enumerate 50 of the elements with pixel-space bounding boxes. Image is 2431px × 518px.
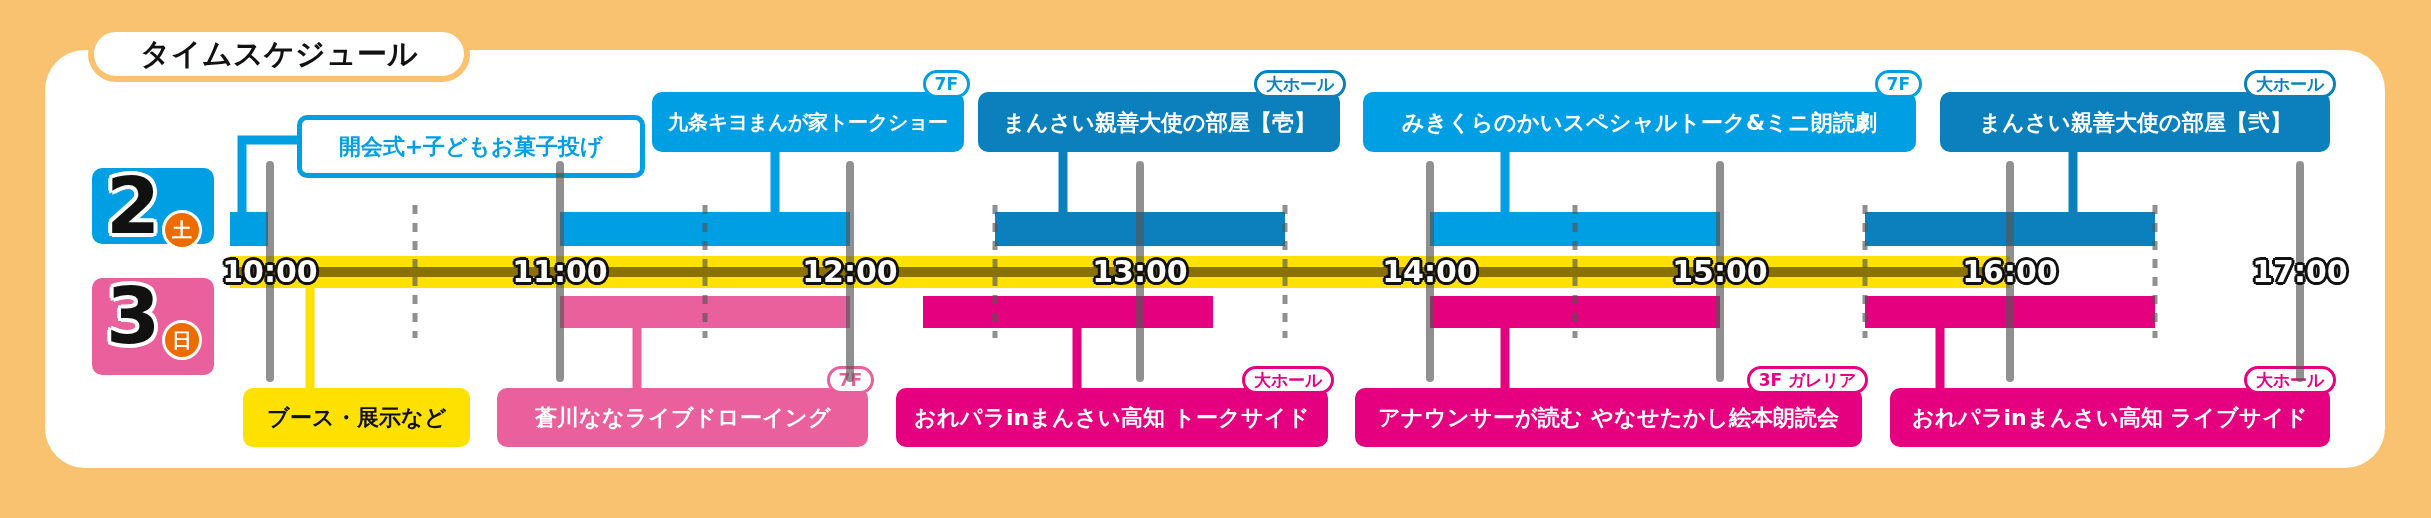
venue-tag: 大ホール bbox=[2244, 70, 2336, 98]
event-box bbox=[297, 115, 645, 178]
event-title: おれパラinまんさい高知 ライブサイド bbox=[1911, 404, 2309, 432]
time-bar bbox=[230, 212, 268, 246]
venue-tag: 大ホール bbox=[1242, 366, 1334, 394]
weekday-mark: 土 bbox=[162, 210, 202, 250]
time-label: 14:00 bbox=[1382, 253, 1478, 291]
time-bar bbox=[560, 212, 850, 246]
venue-tag: 7F bbox=[826, 366, 874, 394]
time-label: 12:00 bbox=[802, 253, 898, 291]
weekday-mark: 日 bbox=[162, 320, 202, 360]
time-bar bbox=[995, 212, 1285, 246]
venue-tag: 大ホール bbox=[2244, 366, 2336, 394]
connector-line bbox=[1058, 152, 1068, 212]
connector-line bbox=[1500, 152, 1510, 212]
day-number: 2 bbox=[106, 162, 161, 250]
venue-tag: 7F bbox=[922, 70, 970, 98]
connector-line bbox=[305, 288, 315, 388]
day-badge bbox=[92, 278, 214, 375]
time-bar bbox=[1865, 296, 2155, 328]
connector-line bbox=[1072, 328, 1082, 388]
time-bar bbox=[1865, 212, 2155, 246]
event-title: まんさい親善大使の部屋【壱】 bbox=[1002, 108, 1316, 137]
connector-line bbox=[770, 152, 780, 212]
event-title: おれパラinまんさい高知 トークサイド bbox=[914, 404, 1310, 432]
event-title: まんさい親善大使の部屋【弐】 bbox=[1978, 108, 2292, 137]
time-label: 15:00 bbox=[1672, 253, 1768, 291]
connector-line bbox=[1935, 328, 1945, 388]
time-bar bbox=[1430, 296, 1720, 328]
event-title: 蒼川ななライブドローイング bbox=[534, 404, 831, 432]
time-label: 11:00 bbox=[512, 253, 608, 291]
venue-tag: 3F ガレリア bbox=[1746, 366, 1868, 394]
event-title: 九条キヨまんが家トークショー bbox=[668, 108, 948, 136]
time-bar bbox=[1430, 212, 1720, 246]
venue-tag: 7F bbox=[1874, 70, 1922, 98]
event-title: ブース・展示など bbox=[266, 404, 447, 432]
time-bar bbox=[922, 296, 1213, 328]
event-box bbox=[243, 388, 470, 447]
day-number: 3 bbox=[106, 272, 161, 360]
event-title: 開会式+子どもお菓子投げ bbox=[338, 133, 604, 161]
venue-tag: 大ホール bbox=[1254, 70, 1346, 98]
event-title: アナウンサーが読む やなせたかし絵本朗読会 bbox=[1378, 404, 1839, 432]
time-label: 17:00 bbox=[2252, 253, 2348, 291]
event-title: みきくらのかいスペシャルトーク&ミニ朗読劇 bbox=[1401, 108, 1878, 137]
connector-line bbox=[237, 135, 297, 212]
connector-line bbox=[632, 328, 642, 388]
connector-line bbox=[2068, 152, 2078, 212]
connector-line bbox=[1500, 328, 1510, 388]
time-label: 13:00 bbox=[1092, 253, 1188, 291]
time-bar bbox=[560, 296, 850, 328]
